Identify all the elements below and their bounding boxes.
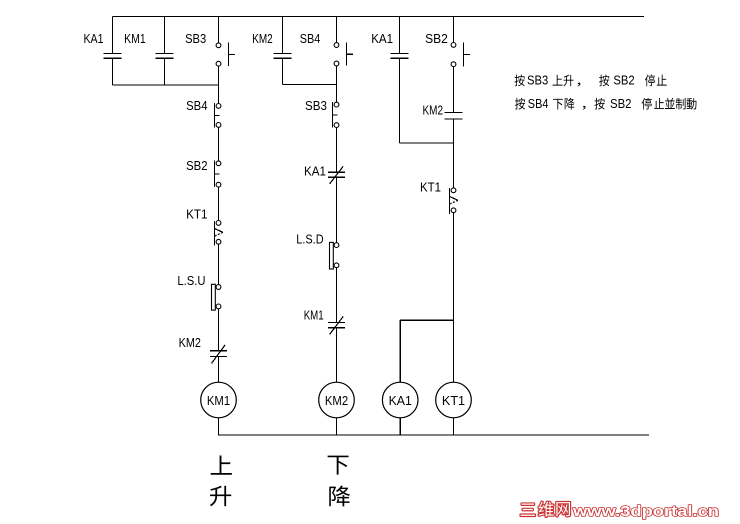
svg-text:L.S.D: L.S.D: [296, 232, 323, 247]
svg-text:SB2: SB2: [186, 158, 207, 173]
svg-text:KA1: KA1: [389, 393, 412, 408]
svg-text:SB3: SB3: [185, 31, 206, 46]
svg-text:SB2: SB2: [613, 73, 634, 88]
svg-text:KA1: KA1: [371, 31, 393, 46]
svg-text:SB4: SB4: [186, 98, 207, 113]
svg-text:KT1: KT1: [442, 393, 465, 408]
svg-text:SB4: SB4: [300, 31, 321, 46]
svg-text:KT1: KT1: [186, 206, 207, 221]
svg-text:KM2: KM2: [252, 31, 273, 46]
svg-text:KM2: KM2: [423, 102, 444, 117]
svg-text:SB2: SB2: [610, 96, 632, 111]
svg-text:KT1: KT1: [420, 180, 441, 195]
svg-text:SB2: SB2: [425, 31, 448, 46]
svg-text:www.3dportal.cn: www.3dportal.cn: [572, 503, 719, 520]
svg-text:SB3: SB3: [305, 98, 327, 113]
svg-text:KM1: KM1: [207, 393, 230, 408]
svg-text:L.S.U: L.S.U: [177, 273, 205, 288]
svg-text:KA1: KA1: [84, 31, 104, 46]
svg-text:SB4: SB4: [528, 96, 549, 111]
svg-text:KM1: KM1: [124, 31, 146, 46]
svg-text:KA1: KA1: [304, 164, 326, 179]
svg-text:SB3: SB3: [527, 73, 548, 88]
svg-text:KM2: KM2: [179, 335, 201, 350]
svg-text:KM1: KM1: [304, 308, 324, 323]
svg-text:KM2: KM2: [325, 393, 348, 408]
